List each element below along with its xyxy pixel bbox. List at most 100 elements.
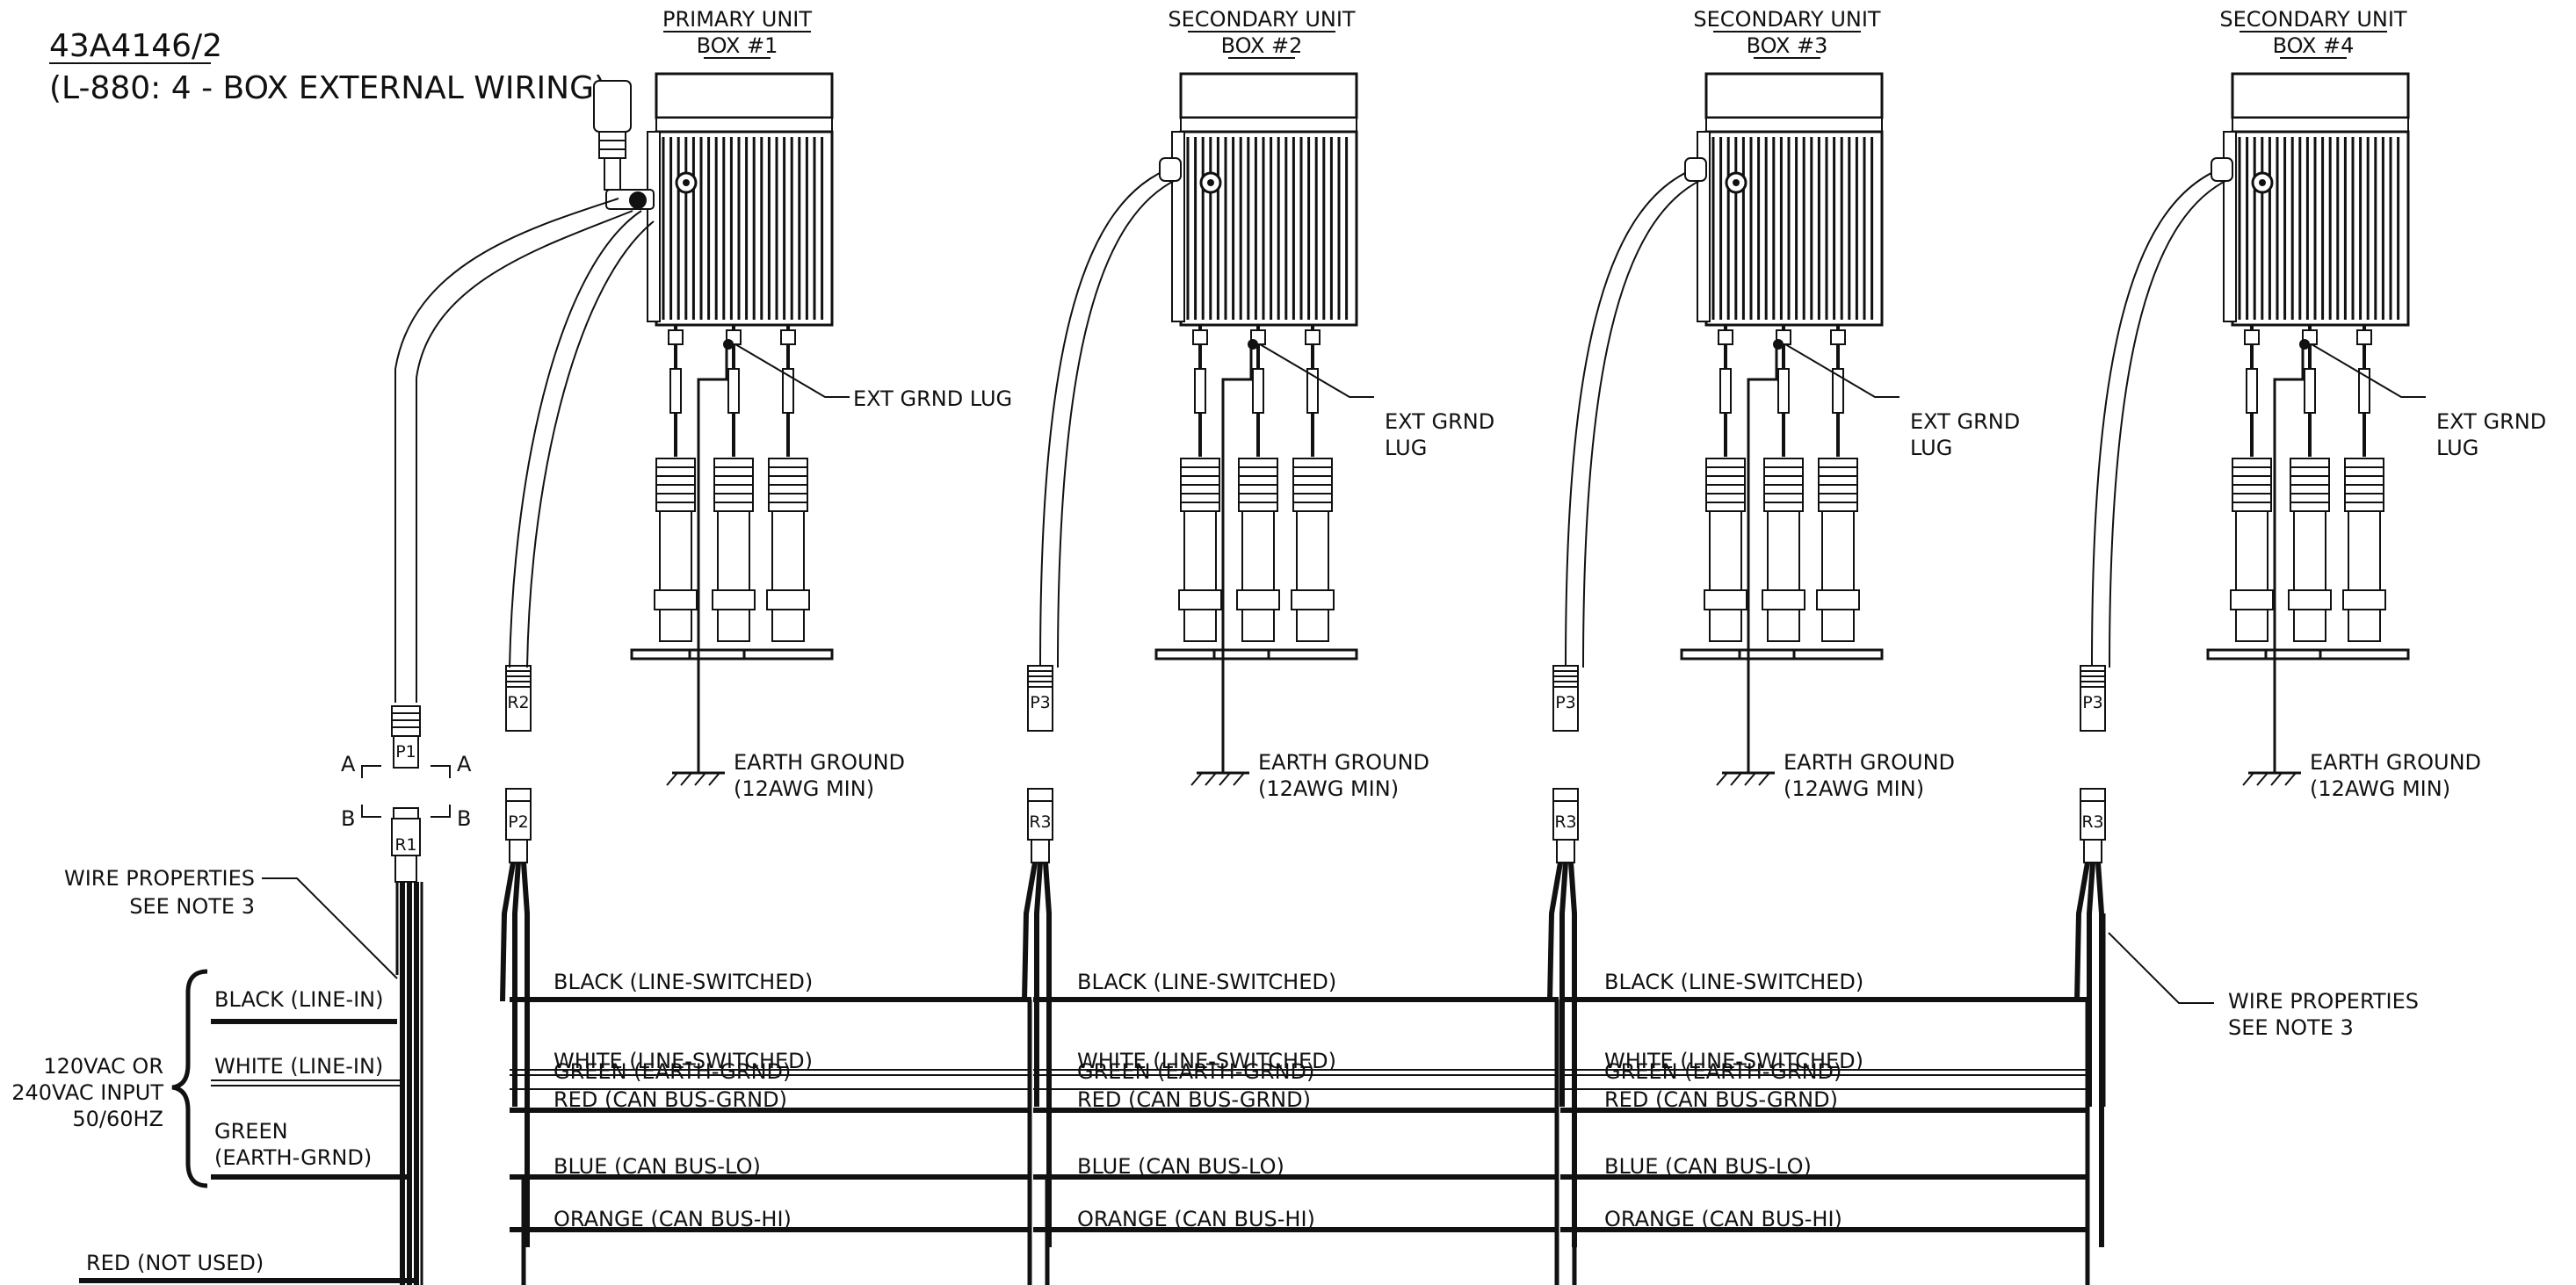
link-wire-label: ORANGE (CAN BUS-HI) — [1604, 1207, 1842, 1231]
section-a-right: A — [457, 752, 472, 776]
link-wire-label: RED (CAN BUS-GRND) — [1077, 1087, 1311, 1112]
box-lid — [1179, 72, 1358, 119]
link-wire-label: GREEN (EARTH-GRND) — [1604, 1059, 1842, 1084]
input-label-line2: 240VAC INPUT — [11, 1080, 163, 1105]
box-lid — [1704, 72, 1884, 119]
out-connector-3: R3 — [1547, 788, 1579, 1247]
link-wire-label: BLUE (CAN BUS-LO) — [554, 1154, 761, 1179]
link-wire-label: BLACK (LINE-SWITCHED) — [554, 970, 813, 994]
link-wire-label: WHITE (LINE-SWITCHED) — [1077, 1049, 1336, 1073]
lug-leader — [734, 343, 850, 398]
input-label-line1: 120VAC OR — [43, 1054, 163, 1079]
cable-plug-label: P3 — [1030, 693, 1051, 712]
out-connector-label: R3 — [1554, 812, 1576, 832]
plug-r1 — [391, 807, 421, 883]
unit-3-title: SECONDARY UNIT — [1693, 7, 1881, 32]
out-connector-1: P2 — [500, 788, 532, 1247]
ext-grnd-lug-label: LUG — [1385, 436, 1427, 460]
link-wire-label: BLUE (CAN BUS-LO) — [1077, 1154, 1284, 1179]
link-wire-label: BLACK (LINE-SWITCHED) — [1604, 970, 1863, 994]
out-connector-label: P2 — [508, 812, 529, 832]
plug-p1-label: P1 — [395, 742, 416, 762]
ground-wire — [2273, 348, 2305, 773]
unit-3-box-number: BOX #3 — [1747, 33, 1828, 58]
power-entry-assembly — [593, 80, 655, 210]
ext-grnd-lug-label: EXT GRND LUG — [853, 386, 1012, 411]
earth-ground-label: EARTH GROUND — [1784, 750, 1955, 775]
ext-grnd-lug-label: EXT GRND — [2436, 409, 2546, 434]
out-connector-2: R3 — [1022, 788, 1053, 1247]
lug-leader — [1259, 343, 1374, 398]
ground-wire — [1747, 348, 1778, 773]
link-wire-label: ORANGE (CAN BUS-HI) — [554, 1207, 792, 1231]
connector-flange — [2319, 648, 2410, 661]
link-wiring: BLACK (LINE-SWITCHED) WHITE (LINE-SWITCHE… — [510, 913, 2106, 1285]
input-wire-bundle — [395, 882, 423, 1285]
ext-grnd-lug-label: EXT GRND — [1910, 409, 2020, 434]
ground-wire — [697, 348, 728, 773]
unit-4-box-number: BOX #4 — [2273, 33, 2355, 58]
wire-note-left-leader — [262, 877, 398, 979]
connector-flange — [1267, 648, 1358, 661]
unit-1-title: PRIMARY UNIT — [662, 7, 812, 32]
cable-to-box2 — [509, 210, 655, 668]
earth-ground-label: (12AWG MIN) — [734, 776, 874, 801]
link-wire-label: WHITE (LINE-SWITCHED) — [1604, 1049, 1863, 1073]
plug-p1 — [391, 705, 421, 769]
unit-1-box-number: BOX #1 — [697, 33, 778, 58]
plug-r1-label: R1 — [394, 835, 416, 855]
out-connector-label: R3 — [2081, 812, 2103, 832]
box-lid — [2231, 72, 2410, 119]
ext-grnd-lug-label: EXT GRND — [1385, 409, 1494, 434]
earth-ground-label: EARTH GROUND — [734, 750, 905, 775]
link-wire-label: RED (CAN BUS-GRND) — [554, 1087, 787, 1112]
earth-ground-label: (12AWG MIN) — [2310, 776, 2450, 801]
earth-ground-label: (12AWG MIN) — [1784, 776, 1924, 801]
connector-flange — [1792, 648, 1884, 661]
cable-plug-label: P3 — [1555, 693, 1576, 712]
link-wire-label: ORANGE (CAN BUS-HI) — [1077, 1207, 1315, 1231]
link-wire-label: GREEN (EARTH-GRND) — [1077, 1059, 1314, 1084]
earth-ground-label: (12AWG MIN) — [1258, 776, 1399, 801]
section-b-right: B — [457, 806, 471, 831]
wire-note-left-line2: SEE NOTE 3 — [129, 894, 255, 919]
cable-plug-1: R2 — [505, 665, 532, 732]
connector-flange — [742, 648, 834, 661]
wire-label-green-line1: GREEN — [214, 1119, 288, 1144]
wire-note-right-line1: WIRE PROPERTIES — [2228, 989, 2419, 1014]
link-wire-label: GREEN (EARTH-GRND) — [554, 1059, 791, 1084]
earth-ground-label: EARTH GROUND — [2310, 750, 2481, 775]
cable-plug-2: P3 — [1027, 665, 1053, 732]
drawing-subtitle: (L-880: 4 - BOX EXTERNAL WIRING) — [49, 70, 606, 106]
section-b-left: B — [341, 806, 355, 831]
out-connector-label: R3 — [1029, 812, 1051, 832]
drawing-number: 43A4146/2 — [49, 28, 222, 64]
section-markers — [361, 765, 451, 818]
cable-plug-3: P3 — [1552, 665, 1579, 732]
unit-2-title: SECONDARY UNIT — [1168, 7, 1356, 32]
input-cable — [394, 198, 633, 703]
wire-label-red-not-used: RED (NOT USED) — [86, 1251, 264, 1275]
input-wires — [79, 1019, 416, 1283]
link-wire-label: RED (CAN BUS-GRND) — [1604, 1087, 1838, 1112]
wire-note-right-leader — [2108, 932, 2214, 1004]
unit-2-box-number: BOX #2 — [1221, 33, 1303, 58]
link-wire-label: BLACK (LINE-SWITCHED) — [1077, 970, 1336, 994]
ext-grnd-lug-label: LUG — [1910, 436, 1952, 460]
unit-4-title: SECONDARY UNIT — [2219, 7, 2407, 32]
cable-plug-label: P3 — [2082, 693, 2103, 712]
cable-plug-4: P3 — [2080, 665, 2106, 732]
wire-label-white-line-in: WHITE (LINE-IN) — [214, 1054, 383, 1079]
link-wire-label: BLUE (CAN BUS-LO) — [1604, 1154, 1812, 1179]
input-brace — [171, 969, 208, 1188]
cable-plug-label: R2 — [507, 693, 529, 712]
box-lid — [655, 72, 834, 119]
link-wire-label: WHITE (LINE-SWITCHED) — [554, 1049, 813, 1073]
wire-note-right-line2: SEE NOTE 3 — [2228, 1015, 2354, 1040]
ground-wire — [1221, 348, 1253, 773]
